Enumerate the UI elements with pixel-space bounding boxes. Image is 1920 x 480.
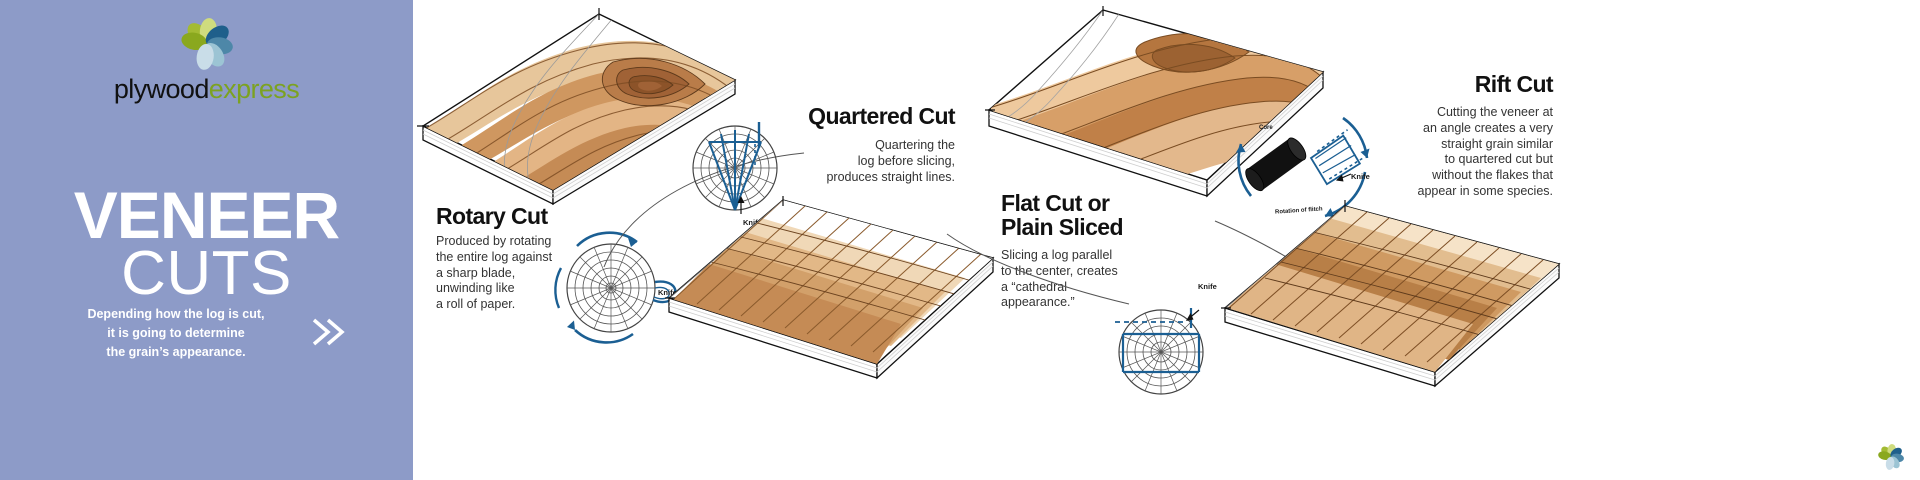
log-cross-section-rotary [554, 231, 677, 344]
brand-wordmark: plywoodexpress [0, 76, 413, 103]
rift-cut-veneer-board [1221, 200, 1561, 388]
body-line: produces straight lines. [826, 169, 955, 184]
body-line: an angle creates a very [1423, 120, 1553, 135]
section-title-rift: Rift Cut [1474, 71, 1554, 97]
brand-name-part1: plywood [113, 74, 209, 104]
title-sub: CUTS [121, 238, 292, 308]
tagline-line-3: the grain’s appearance. [106, 344, 246, 359]
brand-logo: plywoodexpress [0, 18, 413, 103]
section-title-rotary: Rotary Cut [436, 203, 548, 229]
body-line: a roll of paper. [436, 297, 516, 311]
body-line: Slicing a log parallel [1001, 248, 1113, 262]
body-line: unwinding like [436, 281, 515, 296]
tagline-line-2: it is going to determine [107, 325, 245, 340]
rotary-cut-veneer-board [417, 8, 737, 206]
core-label-rift: Core [1259, 125, 1273, 131]
body-line: a sharp blade, [436, 265, 516, 280]
tagline: Depending how the log is cut, it is goin… [0, 305, 352, 361]
tagline-line-1: Depending how the log is cut, [87, 307, 265, 321]
title-line: Plain Sliced [1001, 213, 1124, 240]
log-angled-rift: ​ [1236, 116, 1370, 218]
brand-name-part2: express [208, 74, 300, 104]
section-body-quartered: Quartering the log before slicing, produ… [805, 138, 955, 185]
body-line: appearance.” [1001, 295, 1075, 310]
footer-pinwheel-logo-icon [1878, 444, 1904, 470]
body-line: without the flakes that [1432, 168, 1553, 182]
section-body-rotary: Produced by rotating the entire log agai… [436, 234, 561, 313]
log-cross-section-flat [1115, 308, 1204, 395]
quartered-cut-veneer-board [665, 196, 995, 380]
body-line: the entire log against [436, 249, 553, 264]
connector-curve-rotary [603, 152, 805, 268]
double-chevron-right-icon [312, 318, 345, 346]
section-title-flat: Flat Cut or Plain Sliced [1001, 190, 1171, 240]
knife-label-rift: Knife [1351, 172, 1370, 181]
connector-curve-flat [946, 233, 1130, 305]
left-title-panel: plywoodexpress VENEER CUTS Depending how… [0, 0, 413, 480]
knife-label-flat: Knife [1198, 282, 1217, 291]
knife-label-quartered: Knife [743, 218, 762, 227]
title-main: VENEER [73, 178, 340, 252]
flat-cut-veneer-board [985, 6, 1325, 198]
body-line: Produced by rotating [436, 234, 552, 248]
log-cross-section-quartered [692, 122, 778, 214]
knife-label-rotary: Knife [658, 288, 677, 297]
body-line: to quartered cut but [1444, 152, 1553, 167]
body-line: Quartering the [875, 138, 955, 152]
body-line: appear in some species. [1417, 183, 1554, 198]
body-line: straight grain similar [1441, 136, 1553, 151]
body-line: Cutting the veneer at [1436, 105, 1553, 119]
body-line: log before slicing, [857, 153, 955, 168]
section-body-rift: Cutting the veneer at an angle creates a… [1393, 105, 1554, 200]
body-line: a “cathedral [1001, 279, 1068, 294]
page-title: VENEER CUTS [0, 178, 413, 308]
section-title-quartered: Quartered Cut [808, 103, 955, 129]
pinwheel-flower-logo-icon [180, 18, 233, 70]
title-line: Flat Cut or [1001, 190, 1110, 216]
diagram-panel: Rotary Cut Produced by rotating the enti… [413, 0, 1920, 480]
